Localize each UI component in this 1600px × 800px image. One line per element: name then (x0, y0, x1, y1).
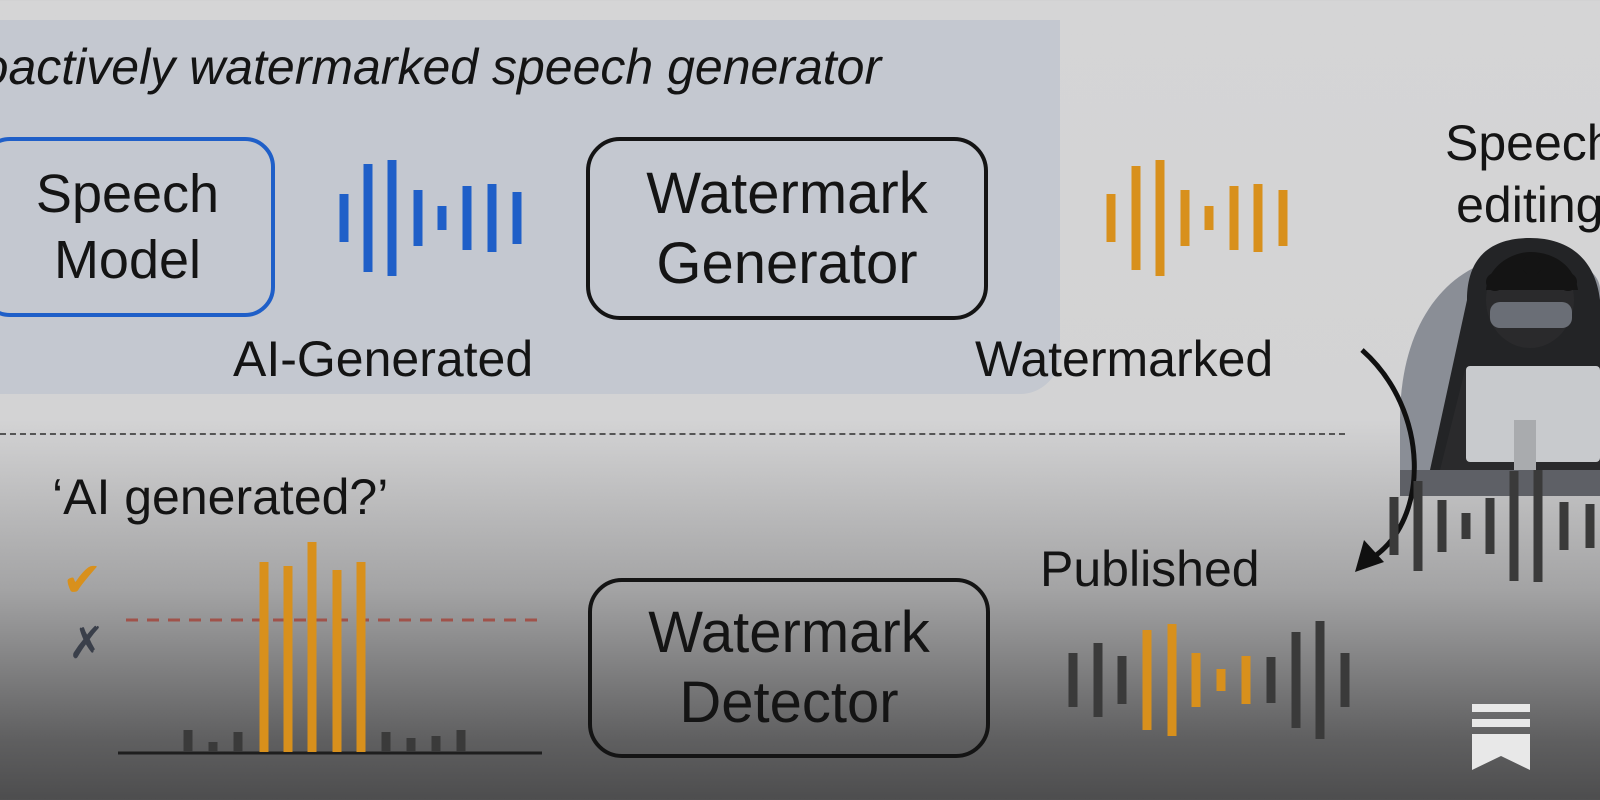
published-wave-bar-11 (1315, 621, 1325, 739)
edited-wave-bar-2 (1413, 481, 1423, 571)
edited-wave-bar-9 (1585, 504, 1595, 548)
score-bar-10 (406, 738, 416, 752)
cross-icon: ✗ (68, 619, 105, 668)
orange-wave-bar-3 (1155, 160, 1165, 276)
edited-wave-bar-5 (1485, 498, 1495, 554)
blue-wave-bar-4 (413, 190, 423, 246)
watermark-generator-box: Watermark Generator (586, 137, 988, 320)
score-bar-2 (208, 742, 218, 752)
published-wave-bar-9 (1266, 657, 1276, 703)
watermark-detector-box: Watermark Detector (588, 578, 990, 758)
orange-wave-bar-8 (1278, 190, 1288, 246)
score-bar-11 (431, 736, 441, 752)
published-wave-bar-12 (1340, 653, 1350, 707)
detector-score-bars (183, 542, 466, 752)
check-icon: ✔ (62, 554, 103, 607)
edited-wave-bar-4 (1461, 513, 1471, 539)
published-wave-bar-1 (1068, 653, 1078, 707)
score-bar-8 (356, 562, 366, 752)
edited-wave-bar-3 (1437, 500, 1447, 552)
speech-model-box: Speech Model (0, 137, 275, 317)
speech-editing-label: Speech editing (1445, 115, 1600, 233)
watermarked-waveform (1106, 160, 1288, 276)
orange-wave-bar-1 (1106, 194, 1116, 242)
published-wave-bar-3 (1117, 656, 1127, 704)
orange-wave-bar-6 (1229, 186, 1239, 250)
blue-wave-bar-5 (437, 206, 447, 230)
orange-wave-bar-2 (1131, 166, 1141, 270)
edited-waveform (1389, 470, 1595, 582)
watermarked-label: Watermarked (975, 331, 1274, 387)
panel-heading: roactively watermarked speech generator (0, 39, 882, 95)
question-label: ‘AI generated?’ (52, 469, 389, 525)
score-bar-3 (233, 732, 243, 752)
published-wave-bar-2 (1093, 643, 1103, 717)
score-bar-9 (381, 732, 391, 752)
score-bar-12 (456, 730, 466, 752)
edited-wave-bar-1 (1389, 497, 1399, 555)
published-wave-bar-4 (1142, 630, 1152, 730)
edited-wave-bar-7 (1533, 470, 1543, 582)
published-wave-bar-6 (1191, 653, 1201, 707)
orange-wave-bar-5 (1204, 206, 1214, 230)
score-bar-1 (183, 730, 193, 752)
blue-wave-bar-7 (487, 184, 497, 252)
score-bar-6 (307, 542, 317, 752)
published-wave-bar-5 (1167, 624, 1177, 736)
section-divider (0, 433, 1345, 435)
score-bar-7 (332, 570, 342, 752)
blue-wave-bar-1 (339, 194, 349, 242)
hacker-icon (1400, 238, 1600, 496)
ai-generated-waveform (339, 160, 522, 276)
edited-wave-bar-8 (1559, 502, 1569, 550)
published-wave-bar-7 (1216, 669, 1226, 691)
published-waveform (1068, 621, 1350, 739)
bookmark-icon[interactable] (1472, 704, 1530, 770)
blue-wave-bar-3 (387, 160, 397, 276)
edited-wave-bar-6 (1509, 471, 1519, 581)
orange-wave-bar-7 (1253, 184, 1263, 252)
generator-panel (0, 20, 1060, 394)
published-label: Published (1040, 541, 1260, 597)
ai-generated-label: AI-Generated (233, 331, 534, 387)
score-bar-5 (283, 566, 293, 752)
published-wave-bar-8 (1241, 656, 1251, 704)
orange-wave-bar-4 (1180, 190, 1190, 246)
published-wave-bar-10 (1291, 632, 1301, 728)
blue-wave-bar-6 (462, 186, 472, 250)
score-bar-4 (259, 562, 269, 752)
blue-wave-bar-2 (363, 164, 373, 272)
blue-wave-bar-8 (512, 192, 522, 244)
